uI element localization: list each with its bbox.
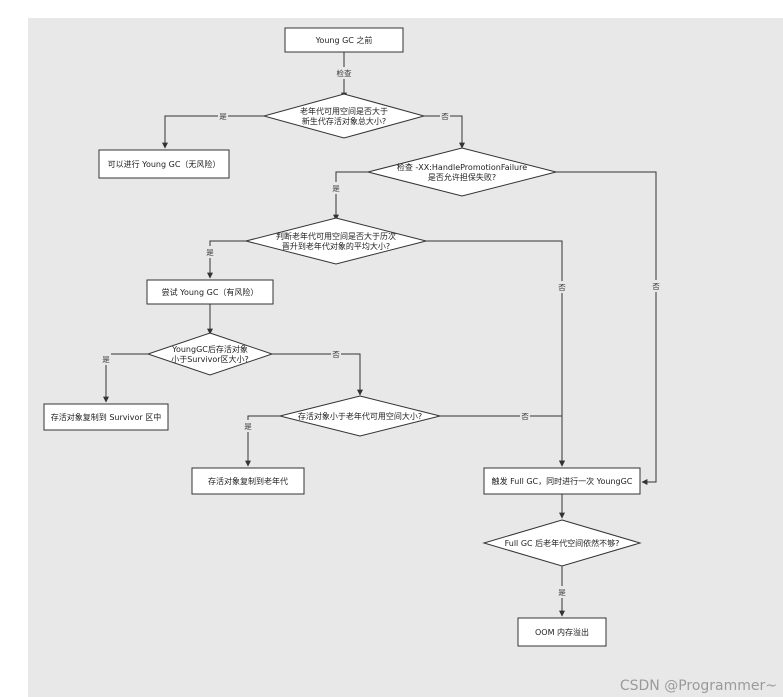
node-cond-old-space bbox=[279, 395, 441, 437]
edge-survivor-no bbox=[272, 353, 363, 396]
node-young-gc-safe bbox=[98, 149, 230, 179]
diagram-background bbox=[28, 18, 783, 697]
node-copy-survivor bbox=[43, 403, 169, 431]
edge-label-check: 检查 bbox=[337, 68, 352, 78]
node-cond-after-full bbox=[482, 519, 642, 567]
node-try-young-gc bbox=[146, 279, 274, 305]
edge-avg-no bbox=[426, 240, 565, 467]
edge-label-yes: 是 bbox=[558, 588, 566, 597]
check-handle-label-1: 检查 -XX:HandlePromotionFailure bbox=[397, 162, 527, 172]
cond-avg-label-1: 判断老年代可用空间是否大于历次 bbox=[276, 231, 396, 241]
node-start bbox=[284, 27, 404, 53]
edge-label-no: 否 bbox=[332, 350, 340, 359]
oom-label: OOM 内存溢出 bbox=[535, 627, 589, 637]
cond-old-space-label: 存活对象小于老年代可用空间大小? bbox=[298, 411, 422, 421]
cond-survivor-label-1: YoungGC后存活对象 bbox=[171, 344, 248, 354]
young-gc-safe-label: 可以进行 Young GC（无风险） bbox=[108, 159, 221, 169]
cond-avg-label-2: 晋升到老年代对象的平均大小? bbox=[282, 241, 390, 251]
cond-survivor-label-2: 小于Survivor区大小? bbox=[171, 354, 249, 364]
edge-label-yes: 是 bbox=[102, 355, 110, 364]
node-check-handle bbox=[367, 147, 557, 197]
edge-check-no bbox=[556, 171, 657, 485]
cond-old-vs-young-label-1: 老年代可用空间是否大于 bbox=[300, 106, 388, 116]
try-young-gc-label: 尝试 Young GC（有风险） bbox=[162, 287, 259, 297]
edge-label-no: 否 bbox=[558, 283, 566, 292]
node-cond-survivor bbox=[146, 332, 274, 376]
node-copy-old bbox=[191, 467, 305, 495]
node-labels: Young GC 之前 老年代可用空间是否大于 新生代存活对象总大小? 可以进行… bbox=[51, 35, 633, 637]
edge-label-yes: 是 bbox=[244, 422, 252, 431]
edge-check-yes bbox=[333, 171, 368, 221]
edge-cond-no bbox=[424, 115, 465, 149]
edge-cond-yes bbox=[162, 115, 264, 149]
edge-label-no: 否 bbox=[441, 112, 449, 121]
edge-avg-yes bbox=[207, 240, 246, 279]
edges bbox=[103, 52, 657, 617]
copy-survivor-label: 存活对象复制到 Survivor 区中 bbox=[51, 412, 161, 422]
cond-after-full-label: Full GC 后老年代空间依然不够? bbox=[505, 538, 620, 548]
edge-label-no: 否 bbox=[652, 282, 660, 291]
edge-oldspace-yes bbox=[245, 415, 280, 467]
edge-label-no: 否 bbox=[521, 412, 529, 421]
edge-label-yes: 是 bbox=[219, 112, 227, 121]
node-cond-old-vs-young bbox=[262, 93, 426, 139]
full-gc-label: 触发 Full GC，同时进行一次 YoungGC bbox=[492, 476, 633, 486]
copy-old-label: 存活对象复制到老年代 bbox=[208, 476, 288, 486]
edge-label-yes: 是 bbox=[332, 184, 340, 193]
edge-label-yes: 是 bbox=[206, 248, 214, 257]
edge-oldspace-no bbox=[440, 415, 565, 467]
edge-labels: 检查 是 否 是 否 是 否 是 否 是 否 是 bbox=[101, 67, 661, 598]
cond-old-vs-young-label-2: 新生代存活对象总大小? bbox=[302, 116, 386, 126]
watermark: CSDN @Programmer~ bbox=[619, 678, 777, 694]
node-full-gc bbox=[483, 467, 641, 495]
check-handle-label-2: 是否允许担保失败? bbox=[428, 172, 496, 182]
start-label: Young GC 之前 bbox=[315, 35, 373, 45]
node-cond-avg-promotion bbox=[245, 217, 427, 265]
node-oom bbox=[517, 617, 607, 647]
